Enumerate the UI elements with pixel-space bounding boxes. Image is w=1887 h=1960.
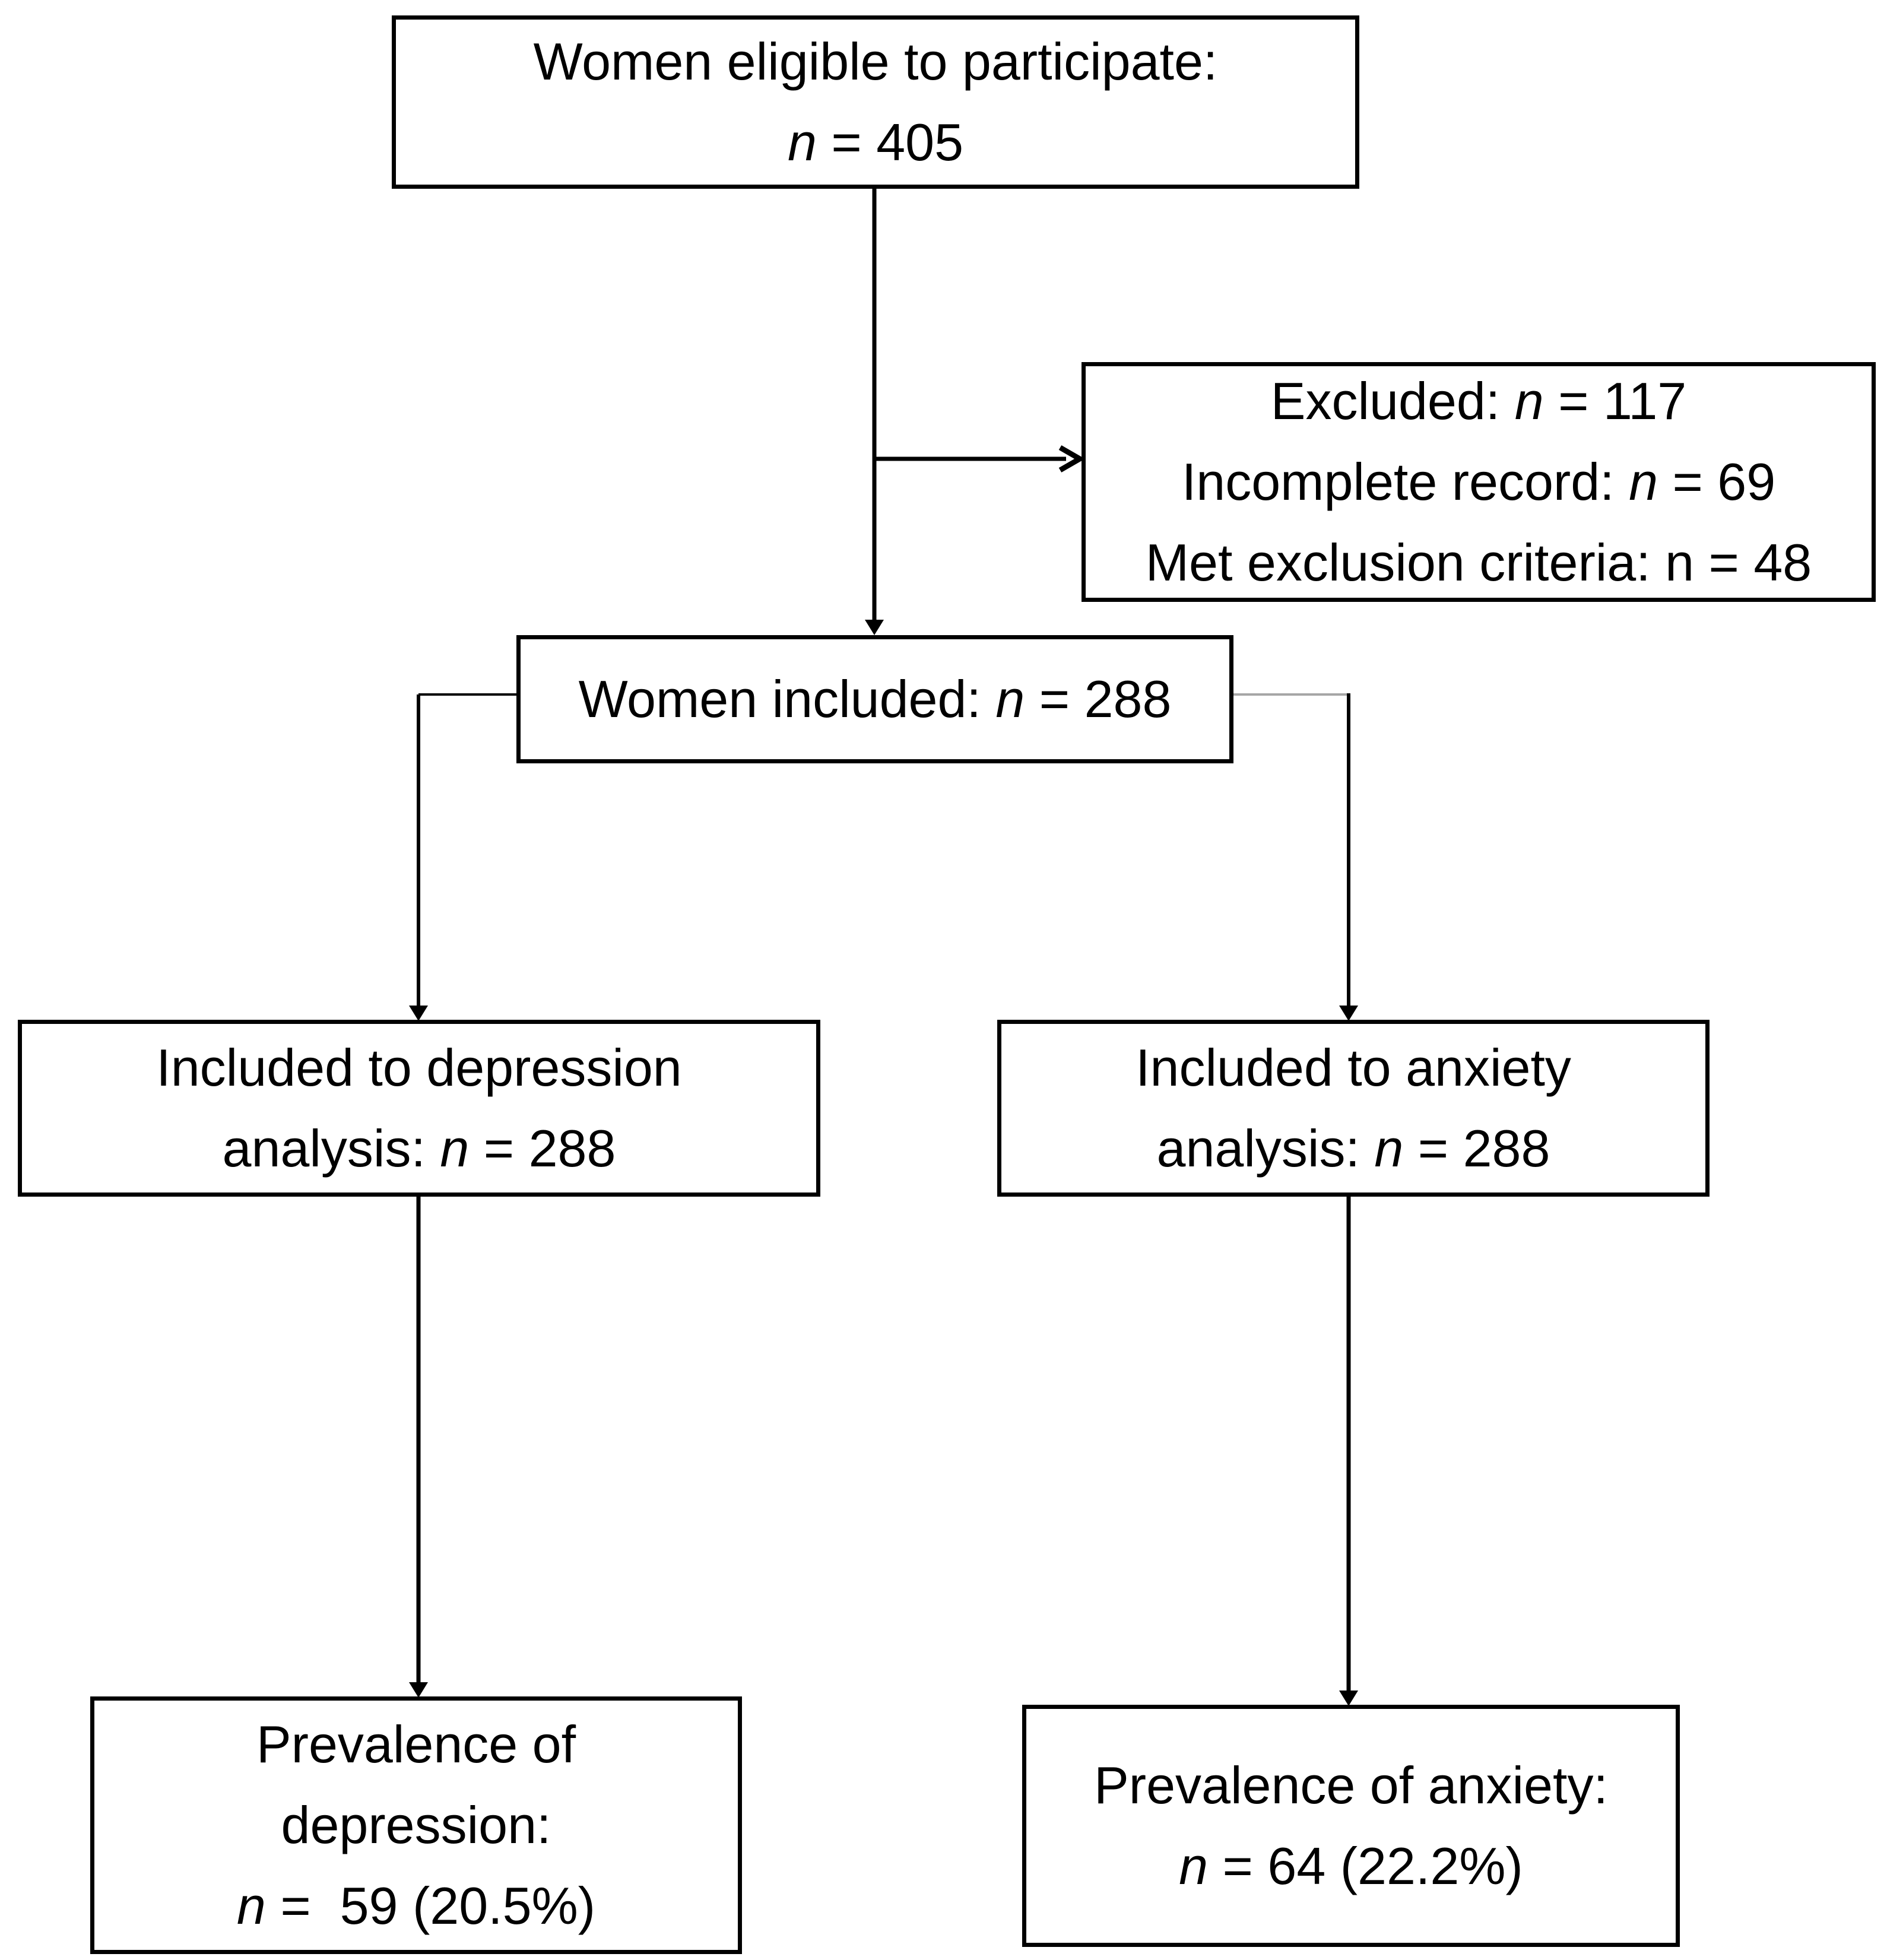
- included-box: Women included: n = 288: [516, 635, 1233, 763]
- text-line: Included to anxiety: [1136, 1027, 1571, 1108]
- arrowhead-into-anxiety-analysis-icon: [1339, 1006, 1358, 1021]
- text-line: Excluded: n = 117: [1271, 361, 1686, 442]
- text-segment: = 288: [1403, 1119, 1550, 1178]
- italic-n-text: n: [440, 1119, 470, 1178]
- arrowhead-into-depression-analysis-icon: [409, 1006, 428, 1021]
- text-line: Met exclusion criteria: n = 48: [1146, 522, 1812, 603]
- italic-n-text: n: [787, 113, 817, 172]
- text-line: n = 64 (22.2%): [1179, 1826, 1523, 1907]
- depression-prevalence-box: Prevalence of depression: n = 59 (20.5%): [90, 1696, 742, 1954]
- text-segment: = 117: [1543, 372, 1687, 430]
- text-segment: analysis:: [222, 1119, 440, 1178]
- text-segment: = 69: [1658, 452, 1776, 511]
- text-segment: Included to depression: [156, 1038, 682, 1097]
- anxiety-analysis-box: Included to anxiety analysis: n = 288: [997, 1020, 1710, 1197]
- text-segment: = 405: [816, 113, 964, 172]
- text-segment: = 64 (22.2%): [1208, 1837, 1523, 1895]
- text-segment: Prevalence of: [256, 1715, 576, 1774]
- text-line: Prevalence of anxiety:: [1094, 1745, 1608, 1826]
- text-segment: Incomplete record:: [1181, 452, 1629, 511]
- italic-n-text: n: [1179, 1837, 1209, 1895]
- text-line: depression:: [281, 1785, 551, 1866]
- text-segment: = 59 (20.5%): [265, 1876, 596, 1935]
- text-line: analysis: n = 288: [1157, 1108, 1550, 1189]
- text-line: Women included: n = 288: [579, 659, 1172, 740]
- text-line: Women eligible to participate:: [534, 21, 1218, 102]
- text-segment: Women included:: [578, 670, 996, 728]
- text-segment: Included to anxiety: [1136, 1038, 1571, 1097]
- text-segment: = 288: [1025, 670, 1172, 728]
- text-segment: Excluded:: [1270, 372, 1515, 430]
- eligible-box: Women eligible to participate: n = 405: [392, 15, 1359, 189]
- text-segment: = 288: [469, 1119, 616, 1178]
- italic-n-text: n: [1374, 1119, 1404, 1178]
- italic-n-text: n: [1514, 372, 1544, 430]
- text-line: Included to depression: [156, 1027, 682, 1108]
- anxiety-prevalence-box: Prevalence of anxiety: n = 64 (22.2%): [1022, 1705, 1680, 1947]
- arrowhead-into-anxiety-prevalence-icon: [1339, 1691, 1358, 1706]
- depression-analysis-box: Included to depression analysis: n = 288: [18, 1020, 820, 1197]
- text-line: analysis: n = 288: [223, 1108, 616, 1189]
- text-line: n = 405: [788, 102, 963, 183]
- text-line: Prevalence of: [256, 1704, 576, 1785]
- arrowhead-into-depression-prevalence-icon: [409, 1682, 428, 1698]
- text-segment: Prevalence of anxiety:: [1094, 1756, 1608, 1815]
- italic-n-text: n: [995, 670, 1025, 728]
- text-segment: depression:: [281, 1796, 551, 1854]
- text-line: Incomplete record: n = 69: [1182, 442, 1775, 522]
- arrowhead-into-excluded-icon: [1058, 445, 1086, 472]
- text-segment: Met exclusion criteria: n = 48: [1145, 533, 1812, 592]
- text-segment: Women eligible to participate:: [533, 32, 1218, 91]
- text-line: n = 59 (20.5%): [237, 1866, 595, 1946]
- italic-n-text: n: [236, 1876, 266, 1935]
- text-segment: analysis:: [1156, 1119, 1375, 1178]
- arrowhead-into-included-icon: [865, 620, 884, 635]
- italic-n-text: n: [1629, 452, 1658, 511]
